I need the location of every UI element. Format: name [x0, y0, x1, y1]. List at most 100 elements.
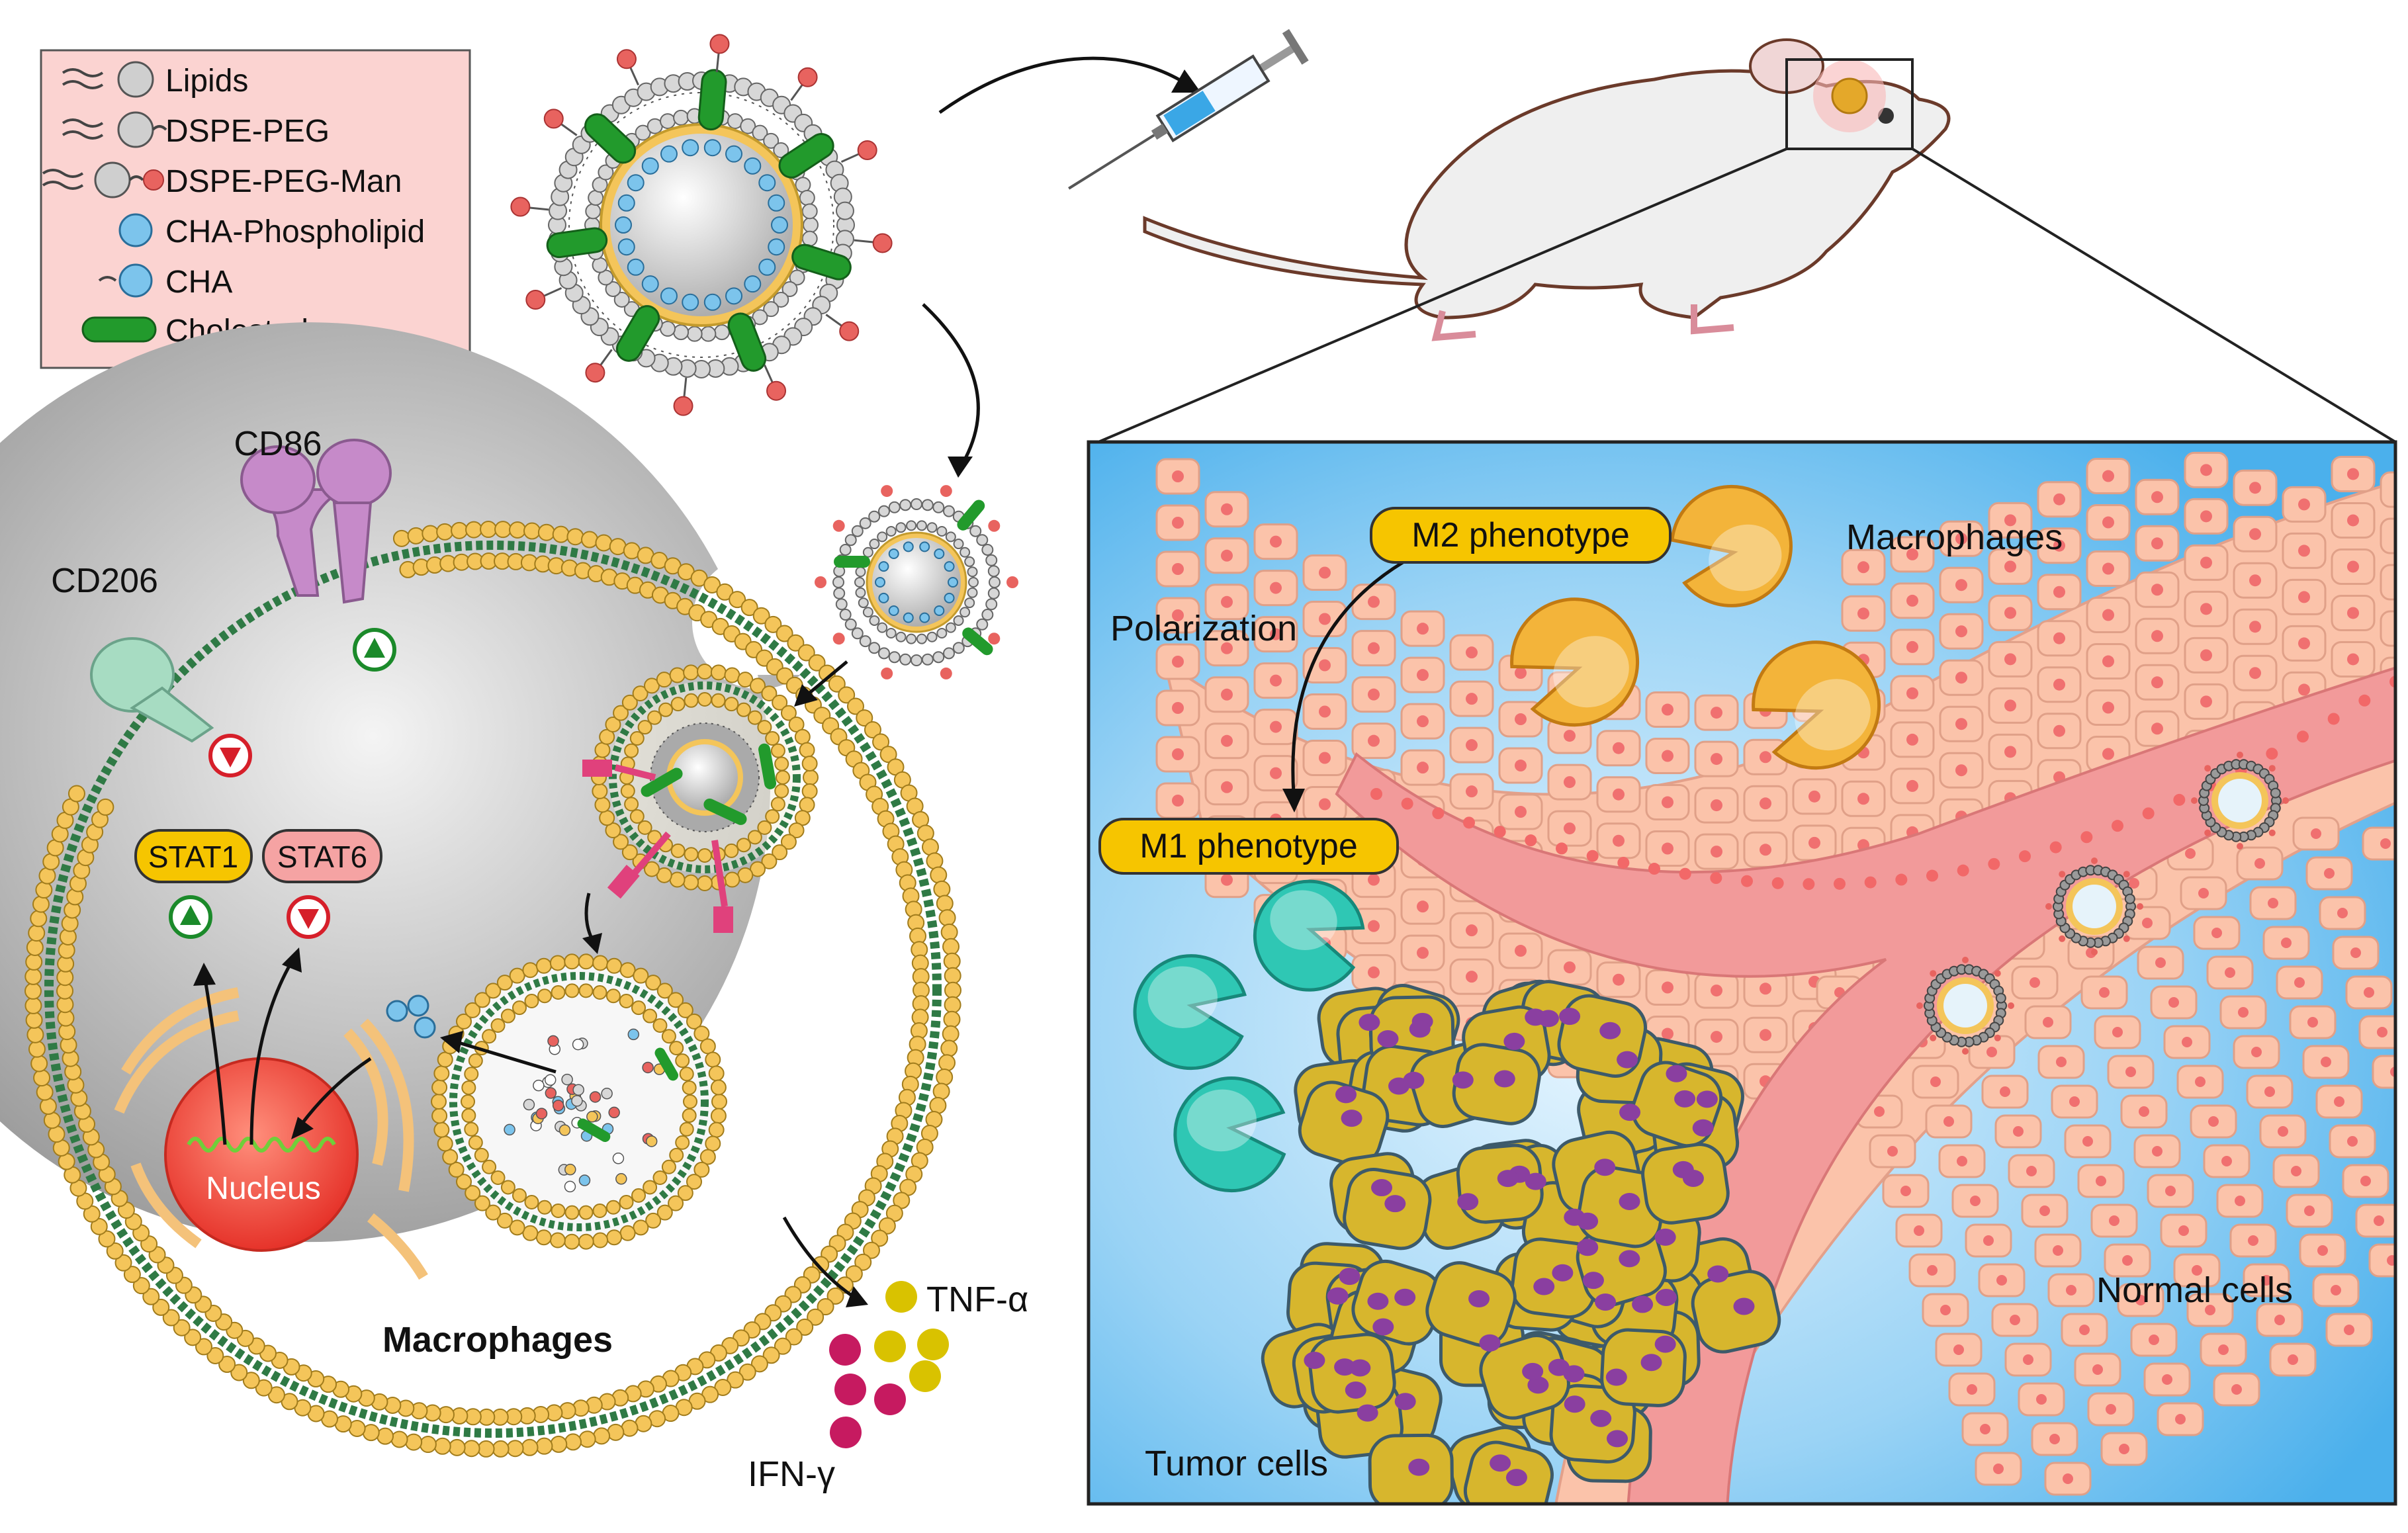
membrane-head	[173, 1319, 191, 1336]
normal-cell-nucleus	[1970, 1196, 1981, 1206]
lipid-head	[877, 505, 890, 517]
normal-cell-nucleus	[1711, 846, 1722, 858]
normal-cell-nucleus	[1172, 563, 1184, 575]
lipid-head	[932, 501, 945, 513]
normal-cell-nucleus	[2069, 1096, 2080, 1107]
mannose-head	[1930, 970, 1937, 977]
normal-cell-nucleus	[1172, 517, 1184, 529]
mannose-head	[2137, 903, 2143, 910]
normal-cell-nucleus	[2347, 514, 2359, 527]
normal-cell-nucleus	[1955, 625, 1967, 638]
lipid-head	[839, 609, 852, 621]
normal-cell-nucleus	[1368, 920, 1380, 932]
cha-head	[878, 561, 889, 572]
membrane-head	[940, 1039, 958, 1057]
tumor-cell-nucleus	[1345, 1381, 1366, 1399]
lipid-head	[585, 203, 602, 220]
normal-cell-nucleus	[2249, 621, 2261, 633]
peg-chain	[715, 52, 720, 73]
stat1-badge	[134, 829, 253, 883]
lipid-head	[858, 597, 869, 609]
arrow-to-mouse	[938, 56, 1186, 114]
macrophages-cell-label: Macrophages	[382, 1320, 613, 1360]
mannose-head	[839, 321, 860, 341]
normal-cell-nucleus	[1711, 707, 1722, 719]
m2-macrophage-icon	[1510, 484, 1881, 770]
tumor-cell-nucleus	[1341, 1110, 1362, 1127]
normal-cell-nucleus	[2151, 676, 2163, 689]
membrane-head	[647, 710, 662, 725]
membrane-head	[448, 1438, 466, 1456]
tumor-cell-nucleus	[1327, 1287, 1349, 1305]
lipid-head	[869, 539, 880, 550]
membrane-head	[633, 967, 649, 984]
mannose-head	[1916, 1002, 1923, 1009]
membrane-head	[500, 1180, 515, 1195]
membrane-head	[856, 709, 873, 727]
membrane-head	[930, 866, 948, 884]
membrane-head	[522, 1225, 539, 1241]
lipid-head	[959, 607, 971, 618]
tumor-cells-label: Tumor cells	[1145, 1444, 1328, 1483]
membrane-head	[817, 1298, 834, 1316]
mannose-head	[940, 485, 952, 498]
membrane-head	[206, 1346, 224, 1364]
legend-label-dspe-peg-man: DSPE-PEG-Man	[165, 164, 402, 199]
vessel-cell-nucleus	[1864, 876, 1877, 889]
normal-cell-nucleus	[1662, 981, 1673, 994]
normal-cell-nucleus	[1564, 730, 1576, 742]
cha-head	[771, 216, 788, 234]
dspe-peg-man-icon	[42, 161, 164, 198]
tumor-cell-nucleus	[1654, 1335, 1676, 1353]
normal-cell-nucleus	[2053, 632, 2065, 644]
cha-head	[878, 592, 889, 603]
peg-chain	[683, 377, 688, 398]
membrane-head	[594, 797, 611, 813]
lipid-head	[945, 622, 956, 633]
normal-cell-nucleus	[1270, 535, 1282, 548]
normal-cell-nucleus	[2039, 1205, 2050, 1216]
normal-cell-nucleus	[1906, 733, 1918, 746]
membrane-head	[710, 1108, 727, 1124]
normal-cell-nucleus	[1172, 702, 1184, 714]
mannose-head	[1006, 576, 1018, 588]
normal-cell-nucleus	[2053, 678, 2065, 691]
normal-cell-nucleus	[1417, 715, 1429, 728]
normal-cell	[2372, 1055, 2395, 1089]
normal-cell-nucleus	[2165, 1186, 2176, 1196]
lipid-head	[888, 501, 901, 513]
normal-cell-nucleus	[1417, 623, 1429, 635]
cha-head	[725, 145, 743, 163]
membrane-head	[699, 1149, 716, 1165]
membrane-head	[593, 1427, 611, 1445]
normal-cell-nucleus	[2288, 1354, 2298, 1365]
vessel-cell-nucleus	[1957, 864, 1969, 877]
membrane-head	[629, 731, 645, 746]
tumor-cell-nucleus	[1707, 1265, 1729, 1283]
normal-cell-nucleus	[2321, 1057, 2331, 1067]
membrane-head	[442, 1149, 459, 1165]
mouse-icon	[1143, 38, 1951, 341]
normal-cell-nucleus	[2151, 491, 2163, 504]
arrow-cha-to-nucleus-head	[291, 1117, 314, 1139]
vessel-cell-nucleus	[1771, 877, 1784, 889]
mannose-head	[673, 396, 693, 416]
lipid-head	[851, 525, 864, 537]
lipid-head	[855, 587, 866, 598]
membrane-head	[697, 664, 713, 679]
tumor-cell-nucleus	[1394, 1288, 1416, 1306]
lipid-head	[911, 654, 922, 666]
normal-cell-nucleus	[2043, 1017, 2053, 1028]
normal-cell-nucleus	[1221, 734, 1233, 747]
lipid-head	[968, 577, 979, 588]
lipid-head	[945, 531, 956, 543]
normal-cell-nucleus	[2360, 1176, 2371, 1186]
normal-cell-nucleus	[2151, 584, 2163, 596]
dna-icon	[187, 1137, 336, 1153]
membrane-head	[677, 1002, 693, 1018]
lipid-debris	[533, 1079, 545, 1092]
membrane-head	[552, 525, 570, 543]
lipid-head	[921, 499, 934, 511]
stat6-badge	[262, 829, 382, 883]
membrane-head	[716, 583, 734, 601]
